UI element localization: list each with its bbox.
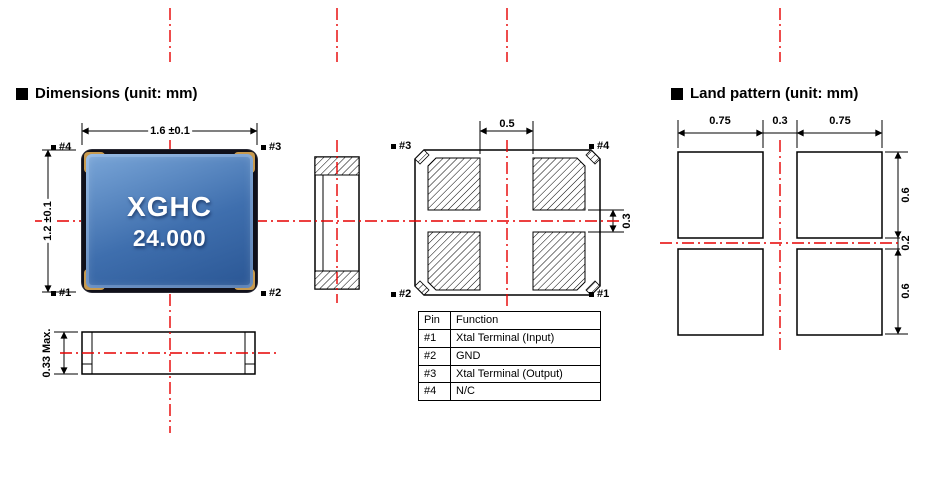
table-header-pin: Pin [418, 311, 451, 330]
pin-cell: #2 [418, 346, 451, 366]
table-row: #1 Xtal Terminal (Input) [418, 328, 601, 348]
dimensions-section-title: Dimensions (unit: mm) [35, 85, 198, 102]
land-dim-middle-label: 0.2 [899, 233, 913, 253]
table-row: #3 Xtal Terminal (Output) [418, 364, 601, 384]
land-pattern-drawing [677, 120, 908, 336]
dim-pad-gap-x-label: 0.5 [497, 117, 517, 131]
section-bullet-icon [671, 87, 683, 100]
function-cell: N/C [450, 382, 601, 402]
pin-label-text: #3 [399, 140, 412, 152]
pin-marker-icon [51, 291, 56, 296]
dim-pad-gap-y-label: 0.3 [620, 211, 634, 231]
pin-cell: #3 [418, 364, 451, 384]
pin-cell: #4 [418, 382, 451, 402]
table-row: #4 N/C [418, 382, 601, 402]
pin-label-text: #1 [59, 287, 72, 299]
table-header-row: Pin Function [418, 311, 601, 330]
pin-label-topview-4: #4 [51, 142, 71, 153]
dimensions-section-header: Dimensions (unit: mm) [16, 85, 198, 102]
section-bullet-icon [16, 87, 28, 100]
table-row: #2 GND [418, 346, 601, 366]
crystal-face: XGHC 24.000 [86, 154, 253, 288]
pin-label-text: #2 [399, 288, 412, 300]
dim-thickness-label: 0.33 Max. [40, 326, 54, 380]
pin-label-text: #2 [269, 287, 282, 299]
table-header-function: Function [450, 311, 601, 330]
land-pattern-section-title: Land pattern (unit: mm) [690, 85, 859, 102]
crystal-frequency-text: 24.000 [132, 224, 207, 251]
pin-marker-icon [391, 292, 396, 297]
function-cell: Xtal Terminal (Output) [450, 364, 601, 384]
pin-label-text: #3 [269, 141, 282, 153]
function-cell: GND [450, 346, 601, 366]
land-dim-bottom-label: 0.6 [899, 281, 913, 301]
pin-label-topview-1: #1 [51, 288, 71, 299]
pin-label-bottomview-1: #1 [589, 289, 609, 300]
function-cell: Xtal Terminal (Input) [450, 328, 601, 348]
pin-marker-icon [391, 144, 396, 149]
pin-label-text: #1 [597, 288, 610, 300]
pin-label-topview-2: #2 [261, 288, 281, 299]
pin-function-table: Pin Function #1 Xtal Terminal (Input) #2… [418, 311, 601, 402]
pin-label-text: #4 [59, 141, 72, 153]
land-dim-gap-label: 0.3 [770, 114, 790, 128]
pin-label-topview-3: #3 [261, 142, 281, 153]
land-dim-right-label: 0.75 [827, 114, 853, 128]
crystal-model-text: XGHC [127, 190, 212, 222]
land-dim-top-label: 0.6 [899, 185, 913, 205]
land-pattern-section-header: Land pattern (unit: mm) [671, 85, 858, 102]
pin-label-bottomview-4: #4 [589, 141, 609, 152]
pin-marker-icon [261, 145, 266, 150]
dim-width-label: 1.6 ±0.1 [148, 124, 192, 138]
pin-label-bottomview-3: #3 [391, 141, 411, 152]
pin-label-bottomview-2: #2 [391, 289, 411, 300]
crystal-top-view: XGHC 24.000 [82, 150, 257, 292]
land-dim-left-label: 0.75 [707, 114, 733, 128]
pin-marker-icon [589, 292, 594, 297]
pin-label-text: #4 [597, 140, 610, 152]
pin-marker-icon [51, 145, 56, 150]
pin-cell: #1 [418, 328, 451, 348]
dim-height-label: 1.2 ±0.1 [41, 199, 55, 243]
pin-marker-icon [261, 291, 266, 296]
pin-marker-icon [589, 144, 594, 149]
